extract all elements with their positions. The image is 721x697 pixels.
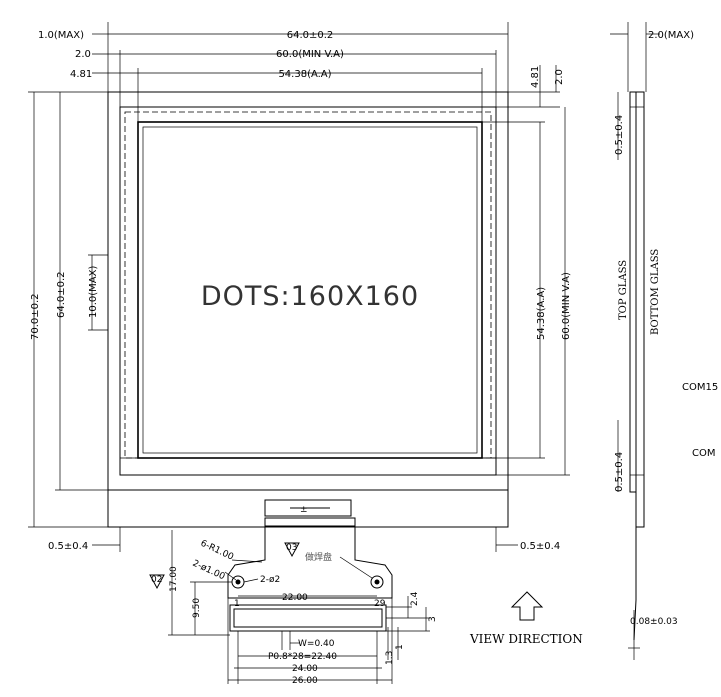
dim-70-height: 70.0±0.2 [30, 293, 41, 340]
dim-2-4: 2.4 [410, 591, 420, 606]
com-label: COM [692, 448, 715, 459]
active-area-inner [142, 126, 478, 454]
dim-0-5-top-side: 0.5±0.4 [614, 115, 625, 155]
svg-text:03: 03 [286, 543, 297, 553]
display-resolution-label: DOTS:160X160 [201, 281, 419, 312]
dim-4-81-right: 4.81 [530, 66, 541, 88]
bottom-glass-label: BOTTOM GLASS [650, 249, 661, 335]
svg-text:02: 02 [151, 575, 162, 585]
dim-3: 3 [428, 616, 438, 622]
hole-label-b: 2-ø2 [260, 575, 280, 585]
fpc-contact-pads [233, 608, 383, 628]
dim-1-0-max: 1.0(MAX) [38, 30, 84, 41]
dim-26: 26.00 [292, 676, 318, 686]
dim-2-0-max-side: 2.0(MAX) [648, 30, 694, 41]
dim-1-3: 1.3 [385, 651, 395, 665]
dim-60-width: 60.0(MIN V.A) [276, 49, 344, 60]
com15-label: COM15 [682, 382, 718, 393]
pad-width: W=0.40 [298, 639, 335, 649]
dim-60-height: 60.0(MIN V.A) [561, 272, 572, 340]
dim-10-max: 10.0(MAX) [88, 266, 99, 318]
dim-54-width: 54.38(A.A) [278, 69, 331, 80]
viewing-area-frame [119, 106, 497, 476]
front-view: DOTS:160X160 ± 64.0±0.2 60.0(MIN V.A) 54… [28, 22, 572, 552]
marker-top-triangle [284, 542, 300, 558]
dim-64-height: 64.0±0.2 [56, 271, 67, 318]
top-glass-label: TOP GLASS [618, 260, 629, 320]
side-view: 2.0(MAX) 0.5±0.4 0.5±0.4 TOP GLASS BOTTO… [610, 22, 694, 660]
ic-chip [264, 499, 352, 517]
view-direction-arrow [510, 591, 544, 621]
dim-22: 22.00 [282, 593, 308, 603]
dim-0-08: 0.08±0.03 [630, 617, 678, 627]
view-direction-label: VIEW DIRECTION [469, 632, 583, 646]
top-glass [629, 91, 637, 493]
r-label: 6-R1.00 [199, 539, 235, 563]
dim-0-5-left: 0.5±0.4 [48, 541, 88, 552]
dim-54-height: 54.38(A.A) [536, 287, 547, 340]
hole-label-a: 2-ø1.00 [191, 559, 227, 583]
hatched-band [107, 489, 509, 528]
pin-29-label: 29 [374, 599, 386, 609]
dim-2-0-left: 2.0 [75, 49, 91, 60]
svg-text:±: ± [300, 505, 308, 515]
dim-0-5-bottom-side: 0.5±0.4 [614, 452, 625, 492]
dim-0-5-right: 0.5±0.4 [520, 541, 560, 552]
pitch-label: P0.8*28=22.40 [268, 652, 337, 662]
pin-1-label: 1 [234, 599, 240, 609]
marker-left-triangle [149, 574, 165, 590]
dim-64-width: 64.0±0.2 [287, 30, 334, 41]
solder-pad-note: 做焊盘 [305, 551, 332, 563]
dim-9-5: 9.50 [192, 598, 202, 618]
dim-1: 1 [395, 644, 405, 650]
fpc-tail: 6-R1.00 2-ø1.00 2-ø2 02 03 做焊盘 17.00 9.5… [149, 527, 438, 686]
view-direction: VIEW DIRECTION [469, 591, 583, 646]
dim-2-0-right: 2.0 [554, 69, 565, 85]
dim-24: 24.00 [292, 664, 318, 674]
mount-hole-right [370, 575, 384, 589]
dim-4-81-left: 4.81 [70, 69, 92, 80]
fpc-connector-strip [264, 517, 356, 527]
bottom-glass [635, 91, 645, 528]
dim-17: 17.00 [169, 566, 179, 592]
